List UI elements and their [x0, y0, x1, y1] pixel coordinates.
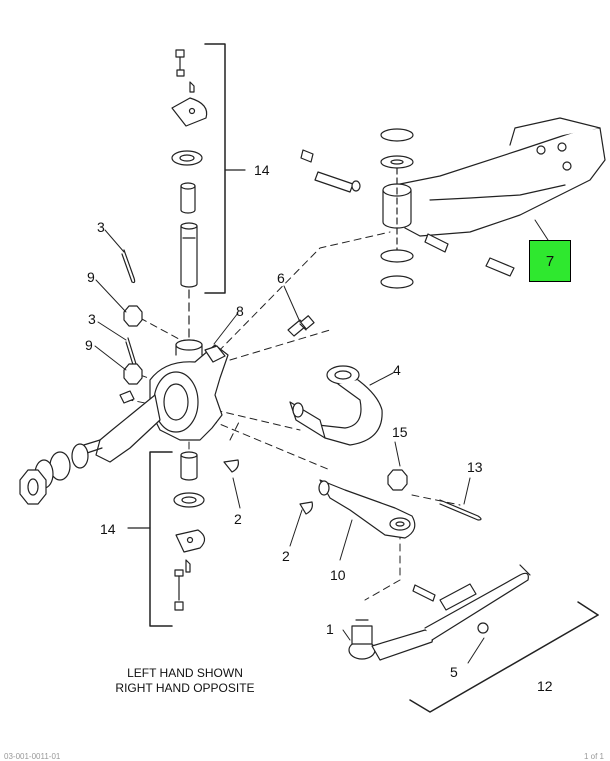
woodruff-key-upper — [223, 459, 239, 473]
caption-line-1: LEFT HAND SHOWN — [127, 666, 243, 680]
callout-14-lower: 14 — [100, 521, 116, 537]
tie-rod-end — [348, 619, 434, 661]
steering-arm — [289, 365, 383, 446]
callout-9-upper: 9 — [87, 269, 95, 285]
callout-9-lower: 9 — [85, 337, 93, 353]
axle-beam — [300, 117, 606, 289]
tie-rod-assembly-bracket — [409, 601, 599, 713]
callout-8: 8 — [236, 303, 244, 319]
woodruff-key-lower — [299, 501, 313, 515]
clamp-nut — [477, 622, 489, 634]
callout-3-upper: 3 — [97, 219, 105, 235]
cotter-pin-upper — [121, 249, 136, 284]
caption-line-2: RIGHT HAND OPPOSITE — [115, 681, 255, 695]
callout-7-highlight[interactable]: 7 — [529, 240, 571, 282]
callout-1: 1 — [326, 621, 334, 637]
cross-steering-arm — [318, 479, 416, 539]
callout-4: 4 — [393, 362, 401, 378]
leader-lines — [94, 219, 549, 664]
document-code: 03-001-0011-01 — [4, 752, 61, 761]
callout-14-upper: 14 — [254, 162, 270, 178]
castle-nut-lower — [123, 363, 143, 385]
callout-2-lower: 2 — [282, 548, 290, 564]
cotter-pin-13 — [439, 499, 482, 521]
callout-7: 7 — [545, 252, 555, 270]
callout-3-lower: 3 — [88, 311, 96, 327]
castle-nut-15 — [387, 469, 408, 491]
upper-kingpin-kit — [171, 43, 246, 346]
spindle-nut-stack — [19, 443, 89, 505]
diagram-caption: LEFT HAND SHOWN RIGHT HAND OPPOSITE — [60, 666, 310, 696]
lower-kingpin-kit — [127, 451, 206, 627]
callout-13: 13 — [467, 459, 483, 475]
tie-rod-tube — [412, 564, 531, 641]
castle-nut-upper — [123, 305, 143, 327]
callout-5: 5 — [450, 664, 458, 680]
callout-6: 6 — [277, 270, 285, 286]
callout-12: 12 — [537, 678, 553, 694]
bolt — [287, 315, 315, 337]
callout-2-upper: 2 — [234, 511, 242, 527]
page-indicator: 1 of 1 — [583, 752, 604, 761]
callout-labels: 3 9 3 9 8 6 14 4 2 2 10 15 13 14 1 5 12 — [85, 162, 553, 694]
callout-15: 15 — [392, 424, 408, 440]
steering-knuckle — [71, 339, 229, 463]
callout-10: 10 — [330, 567, 346, 583]
